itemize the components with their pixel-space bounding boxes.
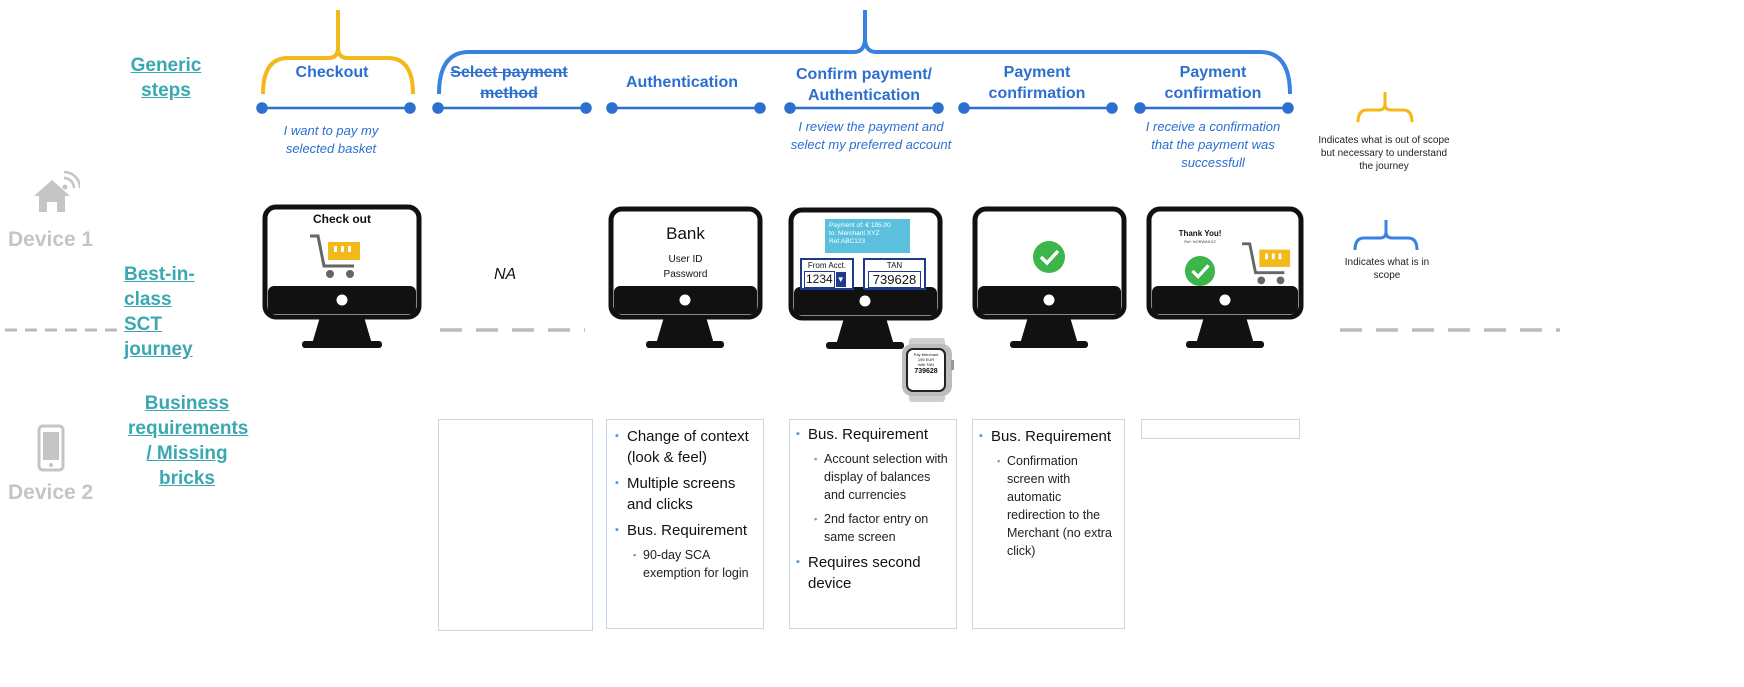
device-1-label: Device 1	[8, 228, 94, 251]
legend-out-of-scope-text: Indicates what is out of scope but neces…	[1318, 135, 1450, 172]
watch-screen: Pay Merchant 195 EUR with TAN 739628	[907, 352, 945, 377]
step-checkout-description: I want to pay my selected basket	[283, 123, 379, 156]
device-separator	[5, 328, 1560, 332]
shopping-cart-icon-2	[1242, 242, 1291, 285]
smartwatch-icon	[902, 338, 954, 402]
step-payment-confirmation-1: Payment confirmation	[988, 64, 1086, 102]
payment-amount-text: Payment of: € 195.00	[829, 222, 891, 229]
checkmark-icon-2	[1184, 255, 1216, 287]
step-payment-confirmation-description: I receive a confirmation that the paymen…	[1145, 119, 1281, 170]
requirements-box-authentication: Change of context (look & feel) Multiple…	[606, 419, 764, 629]
bank-password-label: Password	[663, 269, 708, 280]
list-item: Multiple screens and clicks	[611, 473, 757, 515]
requirements-box-select-payment	[438, 419, 593, 631]
requirements-list-confirm: Bus. Requirement Account selection with …	[792, 424, 950, 594]
shopping-cart-icon	[310, 234, 360, 278]
home-wifi-icon	[34, 170, 80, 212]
requirements-list-payment-confirmation: Bus. Requirement Confirmation screen wit…	[975, 426, 1116, 560]
tan-field[interactable]: TAN 739628	[863, 258, 926, 290]
monitor-checkout	[262, 204, 422, 348]
watch-line-1: Pay Merchant	[913, 352, 939, 357]
from-account-value: 1234	[804, 271, 835, 288]
from-account-label: From Acct.	[807, 261, 847, 270]
monitor-payment-confirmation	[972, 206, 1127, 348]
step-authentication: Authentication	[626, 74, 738, 91]
step-checkout: Checkout	[295, 64, 369, 81]
checkmark-icon	[1033, 241, 1065, 273]
payment-merchant-text: to: Merchant XYZ	[829, 230, 880, 237]
step-timeline	[256, 102, 1294, 114]
list-item: Change of context (look & feel)	[611, 426, 757, 468]
legend-in-scope-brace	[1353, 220, 1419, 251]
list-item: 90-day SCA exemption for login	[611, 546, 757, 582]
list-item: Bus. Requirement	[975, 426, 1116, 447]
tan-value: 739628	[868, 271, 921, 288]
requirements-box-thank-you	[1141, 419, 1300, 439]
select-payment-na: NA	[494, 266, 517, 283]
list-item: Confirmation screen with automatic redir…	[975, 452, 1116, 560]
row-label-generic-steps: Generic steps	[130, 55, 202, 101]
bank-screen-title: Bank	[666, 224, 705, 243]
payment-info-panel: Payment of: € 195.00 to: Merchant XYZ Re…	[825, 219, 910, 253]
mobile-phone-icon	[37, 424, 65, 472]
thank-you-title: Thank You!	[1178, 229, 1222, 238]
tan-label: TAN	[886, 261, 903, 270]
legend-out-of-scope-brace	[1356, 92, 1414, 123]
requirements-list-authentication: Change of context (look & feel) Multiple…	[611, 426, 757, 582]
legend-in-scope-text: Indicates what is in scope	[1344, 257, 1430, 281]
requirements-box-payment-confirmation: Bus. Requirement Confirmation screen wit…	[972, 419, 1125, 629]
watch-line-3: with TAN	[918, 362, 934, 367]
brace-in-scope	[437, 10, 1292, 95]
watch-line-2: 195 EUR	[917, 357, 935, 362]
thank-you-ref: Ref: NORWAKDZ	[1184, 239, 1216, 244]
monitor-thank-you	[1146, 206, 1304, 348]
row-label-business-requirements: Business requirements / Missing bricks	[128, 393, 249, 489]
step-confirm-description: I review the payment and select my prefe…	[790, 119, 952, 152]
device-2-label: Device 2	[8, 481, 94, 504]
list-item: 2nd factor entry on same screen	[792, 510, 950, 546]
step-confirm-payment: Confirm payment/ Authentication	[795, 66, 932, 104]
list-item: Bus. Requirement	[792, 424, 950, 445]
list-item: Bus. Requirement	[611, 520, 757, 541]
step-payment-confirmation-2: Payment confirmation	[1164, 64, 1262, 102]
dropdown-arrow-icon[interactable]: ▼	[835, 272, 846, 287]
bank-user-id-label: User ID	[668, 254, 703, 265]
brace-out-of-scope	[261, 10, 415, 95]
watch-tan-value: 739628	[914, 368, 938, 375]
monitor-bank	[608, 206, 763, 348]
row-label-best-in-class: Best-in-class SCT journey	[124, 264, 195, 360]
payment-ref-text: Ref:ABC123	[829, 238, 866, 245]
list-item: Requires second device	[792, 552, 950, 594]
checkout-screen-title: Check out	[312, 212, 371, 226]
list-item: Account selection with display of balanc…	[792, 450, 950, 504]
requirements-box-confirm: Bus. Requirement Account selection with …	[789, 419, 957, 629]
step-select-payment-method: Select payment method	[450, 64, 568, 102]
from-account-field[interactable]: From Acct. 1234 ▼	[800, 258, 854, 290]
